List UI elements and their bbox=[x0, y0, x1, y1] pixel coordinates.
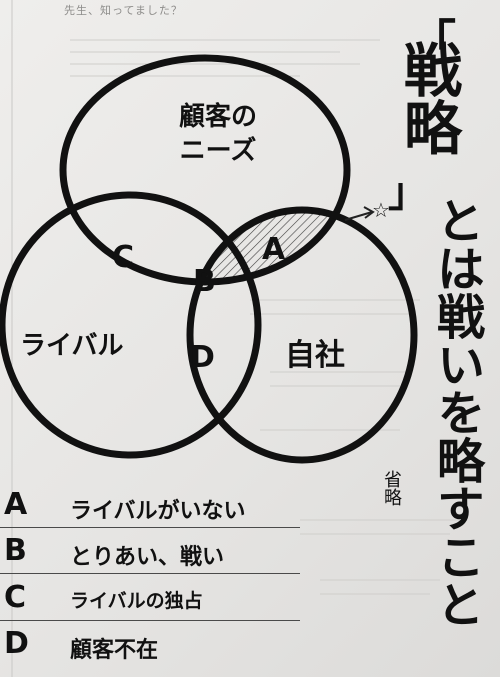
circle-customer-needs bbox=[59, 54, 351, 286]
region-b-label: B bbox=[193, 264, 216, 299]
circle-right-label: 自社 bbox=[285, 338, 345, 373]
circle-own-company bbox=[186, 206, 418, 464]
headline-line-2: とは戦いを略すこと bbox=[428, 196, 484, 628]
star-marker: ☆ bbox=[372, 198, 390, 222]
headline-annotation: 省略 bbox=[381, 470, 402, 506]
circle-rival bbox=[0, 191, 262, 459]
arrow-to-star bbox=[344, 211, 373, 221]
headline-open-bracket: 「 bbox=[410, 15, 456, 69]
header-note: 先生、知ってました？ bbox=[64, 4, 183, 17]
legend-row: C ライバルの独占 bbox=[0, 580, 300, 621]
legend-key: A bbox=[4, 487, 28, 522]
legend-text: ライバルの独占 bbox=[70, 590, 203, 612]
circle-top-label: 顧客のニーズ bbox=[178, 102, 257, 166]
legend-key: B bbox=[4, 533, 27, 568]
headline-close-bracket: 」 bbox=[388, 170, 428, 216]
circle-left-label: ライバル bbox=[20, 331, 124, 361]
legend-text: ライバルがいない bbox=[70, 499, 246, 524]
region-c-label: C bbox=[112, 240, 135, 275]
headline-line-1: 戦略 bbox=[394, 40, 462, 156]
legend-row: A ライバルがいない bbox=[0, 487, 300, 528]
legend-key: C bbox=[4, 580, 27, 615]
region-d-label: D bbox=[190, 340, 215, 375]
legend-row: D 顧客不在 bbox=[0, 626, 300, 666]
region-a-label: A bbox=[262, 232, 286, 267]
legend-row: B とりあい、戦い bbox=[0, 533, 300, 574]
legend-text: 顧客不在 bbox=[70, 638, 159, 663]
legend-key: D bbox=[4, 626, 29, 661]
legend-text: とりあい、戦い bbox=[70, 545, 225, 570]
